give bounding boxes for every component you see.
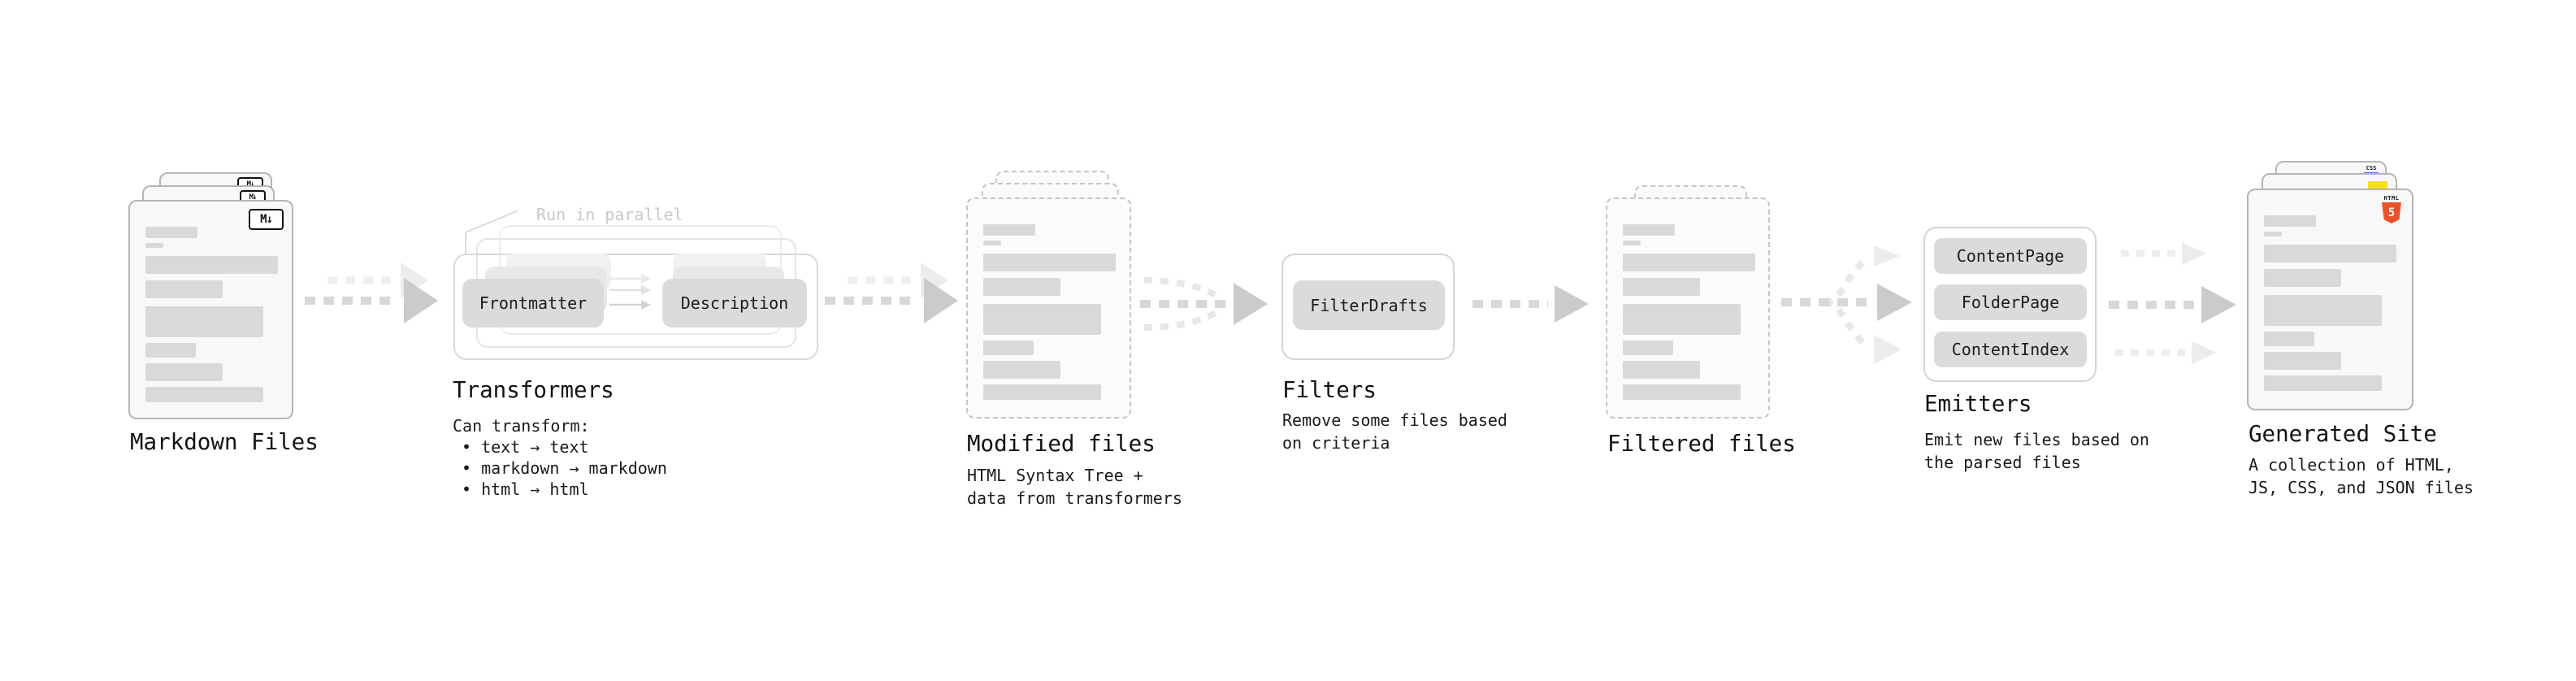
html5-icon-shield: 5 (2382, 202, 2401, 223)
filters-description: Remove some files based on criteria (1282, 409, 1507, 454)
filter-drafts-box: FilterDrafts (1293, 280, 1445, 330)
arrow-markdown-to-transformers (305, 262, 438, 323)
placeholder-line (983, 384, 1101, 400)
placeholder-line (145, 256, 278, 274)
content-index-box: ContentIndex (1934, 332, 2087, 367)
placeholder-line (1623, 241, 1641, 245)
stage-title-filters: Filters (1282, 377, 1377, 403)
transformer-layer-front (453, 254, 818, 360)
placeholder-line (145, 243, 163, 248)
html5-icon-number: 5 (2387, 206, 2396, 219)
placeholder-line (983, 340, 1034, 355)
placeholder-line (2264, 375, 2382, 391)
generated-site-description: A collection of HTML, JS, CSS, and JSON … (2249, 453, 2474, 499)
stage-title-markdown-files: Markdown Files (130, 429, 319, 455)
placeholder-line (983, 304, 1101, 335)
placeholder-line (1623, 304, 1741, 335)
placeholder-line (145, 306, 263, 337)
filtered-file-card-front (1606, 197, 1770, 419)
markdown-icon: M↓ (249, 209, 284, 230)
markdown-icon-text: M↓ (246, 180, 255, 189)
description-box: Description (662, 279, 807, 327)
placeholder-line (1623, 224, 1675, 236)
placeholder-line (983, 361, 1060, 379)
arrow-transformers-to-modified (825, 262, 958, 323)
generated-site-sub-line: A collection of HTML, (2249, 455, 2454, 475)
folder-page-box: FolderPage (1934, 284, 2087, 320)
transform-bullet: • html → html (462, 479, 589, 499)
placeholder-line (145, 227, 197, 238)
html-file-card: HTML 5 (2247, 189, 2413, 410)
markdown-icon-text: M↓ (249, 193, 258, 202)
generated-site-sub-line: JS, CSS, and JSON files (2249, 478, 2474, 497)
html5-icon-label: HTML (2383, 195, 2400, 202)
placeholder-line (145, 387, 263, 402)
frontmatter-to-description-arrows (609, 274, 651, 310)
placeholder-line (983, 278, 1060, 296)
transformers-description: Can transform: • text → text • markdown … (453, 415, 667, 500)
placeholder-line (1623, 278, 1700, 296)
placeholder-line (145, 343, 196, 358)
filters-sub-line: on criteria (1282, 433, 1390, 453)
placeholder-line (2264, 245, 2396, 262)
placeholder-line (2264, 295, 2382, 326)
html5-icon: HTML 5 (2381, 195, 2402, 223)
placeholder-line (145, 280, 223, 298)
placeholder-line (983, 224, 1035, 236)
placeholder-line (2264, 269, 2341, 287)
placeholder-line (983, 254, 1116, 271)
filters-sub-line: Remove some files based (1282, 410, 1507, 430)
placeholder-line (1623, 384, 1741, 400)
modified-files-sub-line: HTML Syntax Tree + (967, 466, 1143, 485)
stage-title-emitters: Emitters (1924, 391, 2032, 417)
css-icon-text: CSS (2366, 165, 2377, 171)
placeholder-line (145, 363, 223, 381)
placeholder-line (1623, 361, 1700, 379)
stage-title-generated-site: Generated Site (2249, 421, 2437, 447)
placeholder-line (2264, 232, 2282, 236)
placeholder-line (2264, 332, 2314, 346)
modified-file-card-front (966, 197, 1131, 419)
stage-title-transformers: Transformers (453, 377, 614, 403)
placeholder-line (983, 241, 1001, 245)
arrow-emitters-to-site (2109, 242, 2236, 364)
transformers-intro: Can transform: (453, 416, 590, 436)
placeholder-line (2264, 352, 2341, 370)
javascript-icon (2368, 181, 2387, 189)
transform-bullet: • text → text (462, 437, 589, 457)
content-page-box: ContentPage (1934, 238, 2087, 274)
arrow-filtered-to-emitters (1781, 245, 1912, 364)
transform-bullet: • markdown → markdown (462, 458, 667, 478)
placeholder-line (2264, 215, 2316, 227)
modified-files-sub-line: data from transformers (967, 488, 1182, 508)
stage-title-filtered-files: Filtered files (1607, 431, 1796, 457)
modified-files-description: HTML Syntax Tree + data from transformer… (967, 464, 1182, 510)
arrow-modified-to-filters (1140, 277, 1268, 331)
markdown-icon-text: M↓ (260, 213, 273, 226)
emitters-description: Emit new files based on the parsed files (1924, 428, 2149, 474)
arrow-filters-to-filtered (1472, 285, 1589, 323)
annotation-leader-line (465, 210, 519, 254)
stage-title-modified-files: Modified files (967, 431, 1156, 457)
placeholder-line (1623, 340, 1673, 355)
placeholder-line (1623, 254, 1755, 271)
emitters-sub-line: the parsed files (1924, 453, 2081, 472)
markdown-file-card-front: M↓ (128, 200, 293, 419)
frontmatter-box: Frontmatter (462, 279, 604, 327)
run-in-parallel-annotation: Run in parallel (536, 205, 683, 224)
emitters-sub-line: Emit new files based on (1924, 430, 2149, 449)
